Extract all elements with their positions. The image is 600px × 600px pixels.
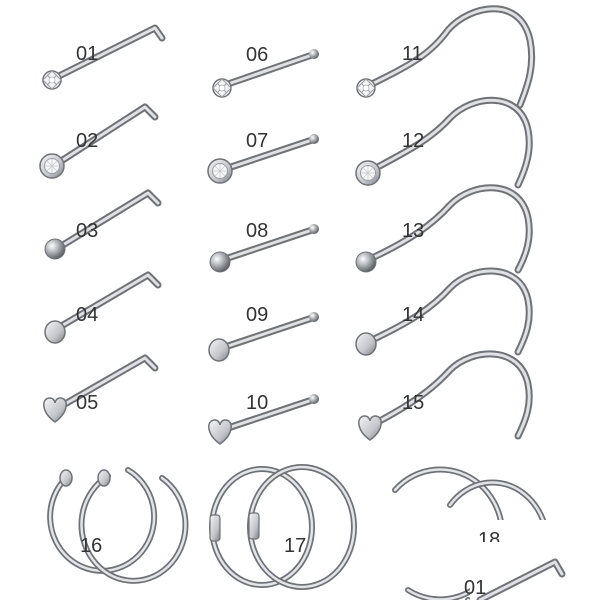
item-17	[209, 464, 357, 590]
label-03: 03	[76, 220, 99, 242]
label-08: 08	[246, 220, 269, 242]
item-06	[212, 49, 319, 98]
item-01	[42, 24, 166, 90]
item-14	[355, 267, 533, 356]
label-02: 02	[76, 130, 99, 152]
label-10: 10	[246, 392, 269, 414]
label-11: 11	[402, 43, 423, 65]
item-10	[208, 394, 319, 445]
label-15: 15	[402, 392, 425, 414]
item-15	[358, 350, 533, 441]
item-05	[43, 354, 159, 423]
label-04: 04	[76, 304, 99, 326]
label-18: 18	[478, 530, 501, 542]
label-06: 06	[246, 44, 269, 66]
item-11	[356, 5, 536, 109]
item-02	[39, 103, 159, 179]
item-09	[208, 312, 319, 362]
item-12	[355, 96, 533, 189]
item-16	[47, 467, 189, 584]
label-14: 14	[402, 304, 425, 326]
item-08	[209, 224, 319, 273]
item-13	[355, 184, 533, 274]
label-17: 17	[284, 535, 307, 557]
item-03	[44, 189, 162, 260]
label-05: 05	[76, 392, 99, 414]
label-16: 16	[80, 535, 103, 557]
label-01: 01	[76, 43, 99, 65]
label-01-partial: 01	[464, 577, 487, 599]
label-07: 07	[246, 130, 269, 152]
label-13: 13	[402, 220, 425, 242]
label-12: 12	[402, 130, 425, 152]
item-04	[44, 271, 162, 344]
item-01-partial	[476, 558, 566, 600]
label-09: 09	[246, 304, 269, 326]
item-07	[207, 134, 319, 184]
